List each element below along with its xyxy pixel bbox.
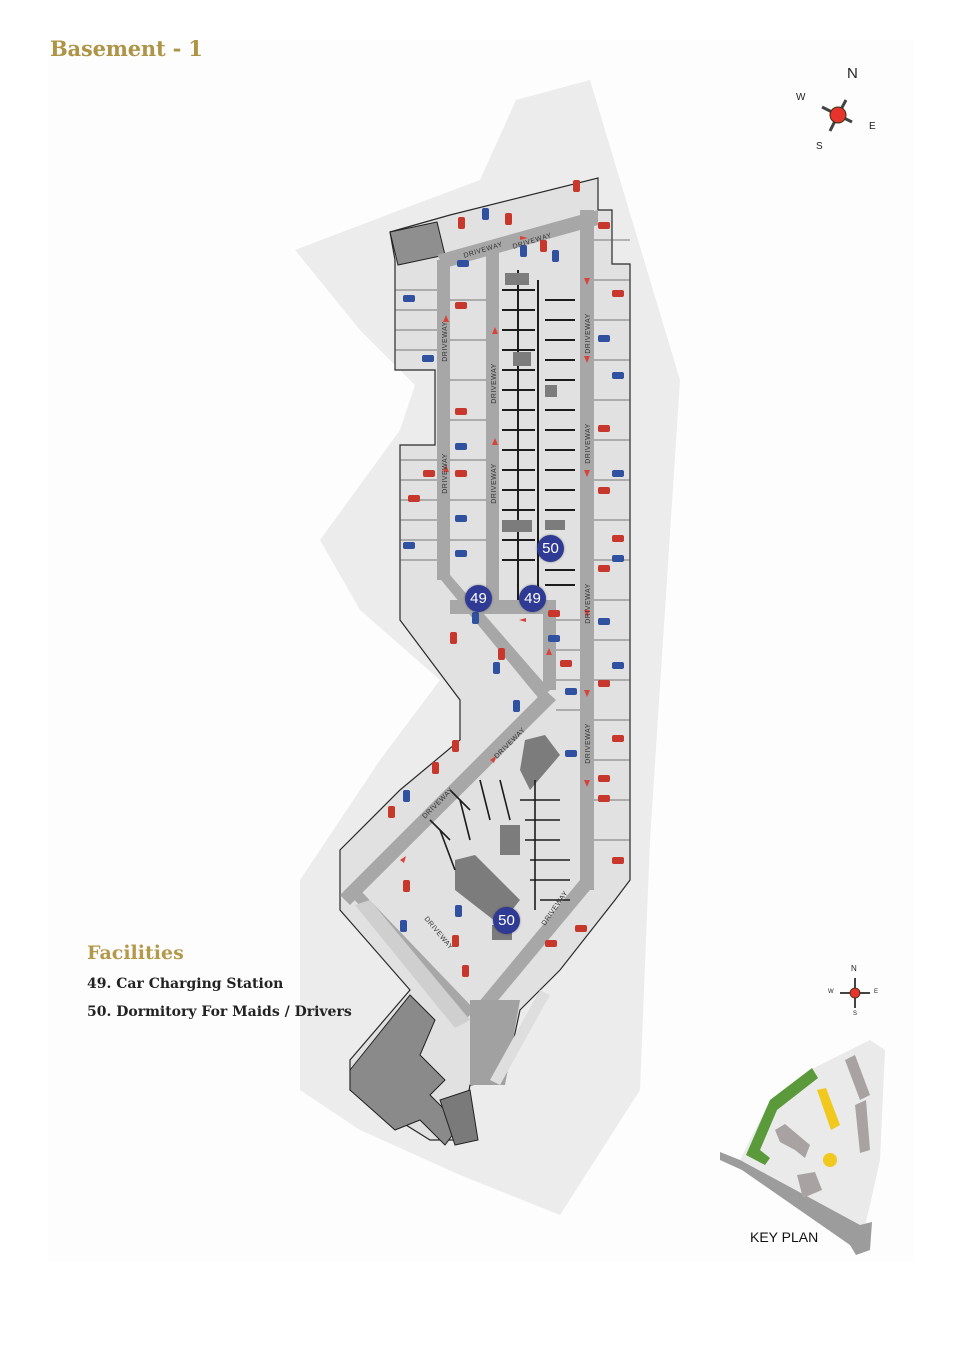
driveway-top <box>437 210 598 268</box>
driveway-label: DRIVEWAY <box>584 313 592 354</box>
parked-cars <box>388 180 624 977</box>
direction-arrows <box>400 236 590 863</box>
compass-south-label: S <box>816 141 823 152</box>
compass-key <box>840 978 870 1008</box>
driveway-short <box>543 600 556 690</box>
page-title: Basement - 1 <box>50 36 203 61</box>
compass-main <box>821 99 853 132</box>
lower-core-walls <box>429 779 570 910</box>
compass-east-label: E <box>869 121 876 132</box>
key-plan-drawing <box>720 1040 885 1255</box>
driveway-middle <box>486 250 499 605</box>
driveway-label: DRIVEWAY <box>584 423 592 464</box>
key-compass-south-label: S <box>853 1011 858 1017</box>
facilities-heading: Facilities <box>87 942 184 964</box>
facilities-legend: Facilities 49. Car Charging Station 50. … <box>87 942 352 1026</box>
compass-west-label: W <box>796 92 806 103</box>
key-compass-east-label: E <box>874 989 879 995</box>
parking-bay-lines <box>395 239 630 841</box>
driveway-label: DRIVEWAY <box>441 453 449 494</box>
key-compass-north-label: N <box>851 964 857 973</box>
ramp-strip-2 <box>490 990 550 1085</box>
ramp-strip <box>355 900 470 1028</box>
driveway-diag-2 <box>340 690 556 905</box>
facility-item-50: 50. Dormitory For Maids / Drivers <box>87 1004 352 1020</box>
driveway-label: DRIVEWAY <box>490 463 498 504</box>
facility-item-49: 49. Car Charging Station <box>87 976 284 992</box>
marker-50-dormitory-2[interactable]: 50 <box>493 907 520 934</box>
marker-49-charging[interactable]: 49 <box>465 585 492 612</box>
key-plan-label: KEY PLAN <box>750 1229 819 1245</box>
driveway-right <box>580 210 594 890</box>
key-compass-west-label: W <box>828 989 834 995</box>
marker-49-charging-2[interactable]: 49 <box>519 585 546 612</box>
driveway-diag-4 <box>478 880 594 1010</box>
driveway-left <box>437 260 450 580</box>
driveway-label: DRIVEWAY <box>584 723 592 764</box>
compass-north-label: N <box>847 65 858 82</box>
driveway-label: DRIVEWAY <box>584 583 592 624</box>
marker-50-dormitory[interactable]: 50 <box>537 535 564 562</box>
driveway-label: DRIVEWAY <box>490 363 498 404</box>
service-block-2 <box>439 1089 479 1146</box>
driveway-label: DRIVEWAY <box>441 321 449 362</box>
